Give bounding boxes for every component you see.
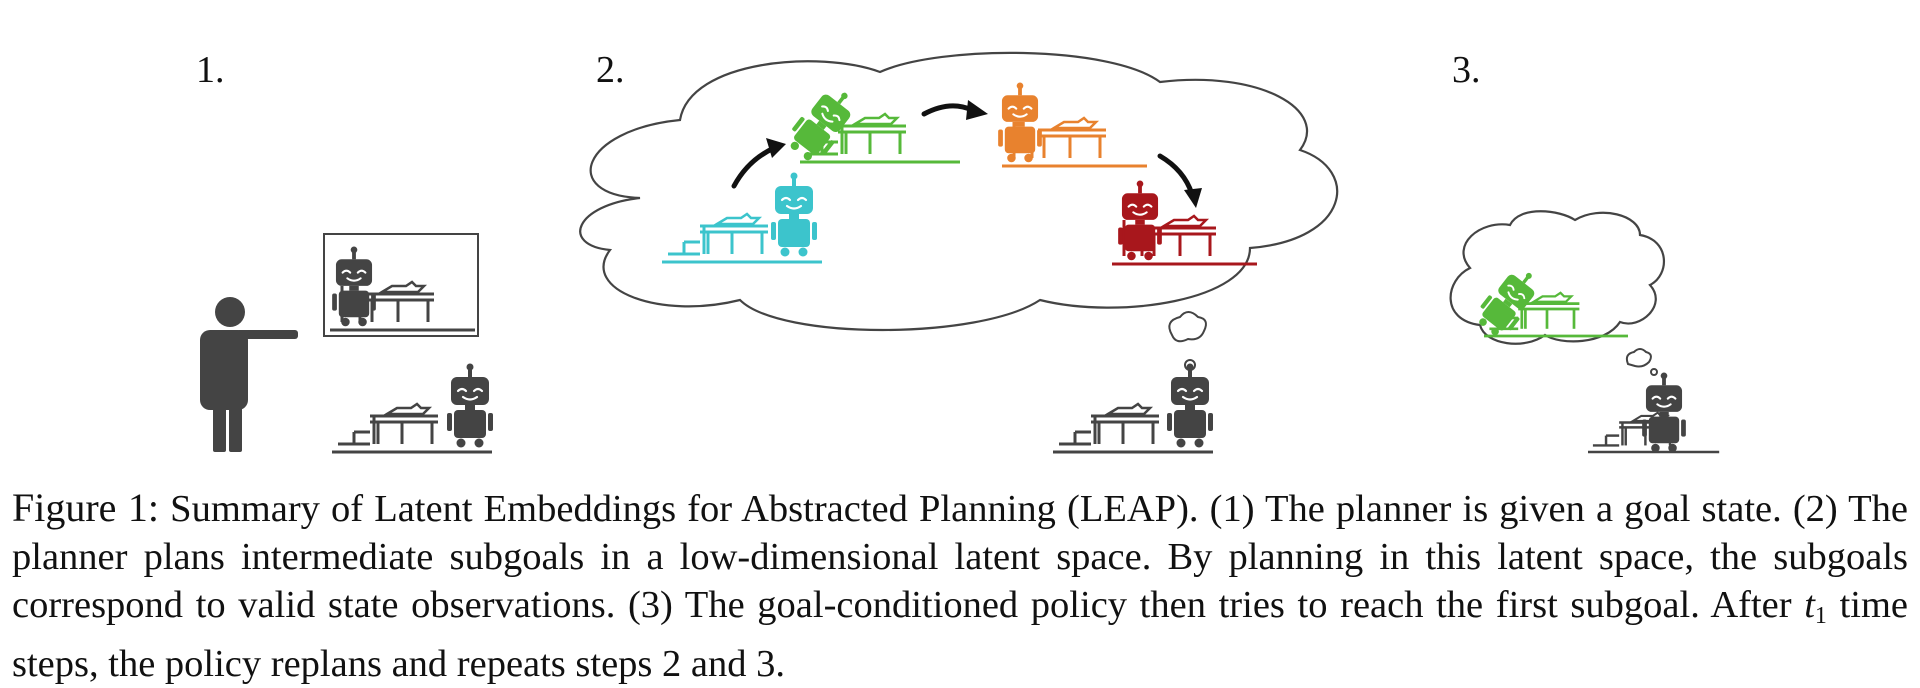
person-pointing-icon (200, 297, 298, 452)
orange-robot-icon (997, 81, 1043, 164)
thought-cloud-small (1449, 210, 1665, 376)
step-1-label: 1. (196, 49, 225, 91)
arrow-icon (921, 103, 975, 117)
caption-label: Figure 1: (12, 485, 160, 530)
thought-cloud-large (579, 51, 1339, 371)
caption-text-end: time steps, the policy replans and repea… (12, 584, 1908, 685)
panel1-robot-icon (445, 362, 495, 449)
caption-variable-subscript: 1 (1814, 603, 1827, 629)
panel2-robot-icon (1165, 362, 1215, 449)
panel3-robot-icon (1641, 371, 1687, 454)
arrow-icon (1157, 153, 1195, 197)
goal-image (323, 233, 479, 337)
leap-illustration (200, 51, 1721, 454)
figure-caption: Figure 1: Summary of Latent Embeddings f… (12, 484, 1908, 688)
caption-variable: t (1804, 584, 1815, 626)
step-2-label: 2. (596, 49, 625, 91)
caption-text: Summary of Latent Embeddings for Abstrac… (12, 488, 1909, 626)
arrow-icon (731, 145, 777, 189)
step-3-label: 3. (1452, 49, 1481, 91)
cyan-robot-icon (769, 171, 819, 258)
